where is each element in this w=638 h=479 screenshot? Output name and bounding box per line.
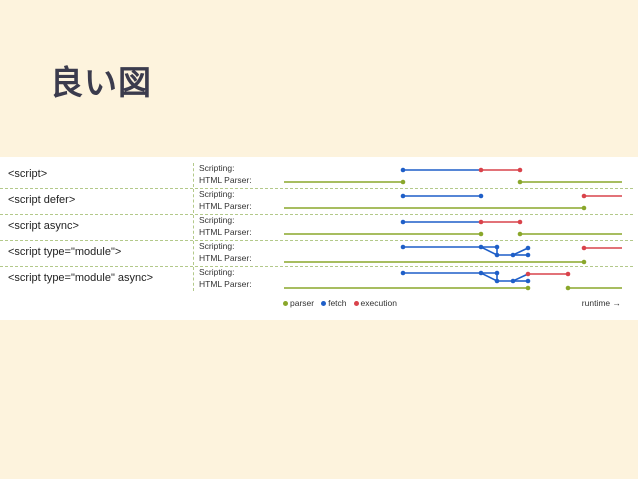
fetch-point	[400, 244, 406, 250]
fetch-point	[525, 252, 531, 258]
fetch-point	[525, 278, 531, 284]
row-tag: <script type="module" async>	[8, 272, 154, 284]
parser-resume-point	[565, 285, 571, 291]
scripting-label: Scripting:	[199, 267, 235, 277]
label-separator	[193, 241, 194, 265]
legend-parser-label: parser	[290, 298, 315, 308]
parser-label: HTML Parser:	[199, 227, 252, 237]
parser-pause-point	[478, 231, 484, 237]
row-divider	[0, 214, 633, 215]
row-divider	[0, 188, 633, 189]
fetch-point	[478, 244, 484, 250]
row-tag: <script type="module">	[8, 246, 122, 258]
fetch-point	[478, 270, 484, 276]
execution-dot-icon	[353, 300, 359, 306]
row-script-module: <script type="module"> Scripting: HTML P…	[0, 240, 638, 266]
row-tag: <script>	[8, 168, 48, 180]
timeline	[284, 244, 622, 265]
legend-fetch: fetch	[321, 298, 347, 308]
fetch-point	[494, 278, 500, 284]
fetch-point	[400, 270, 406, 276]
row-script-module-async: <script type="module" async> Scripting: …	[0, 266, 638, 292]
label-separator	[193, 189, 194, 213]
row-script-async: <script async> Scripting: HTML Parser:	[0, 214, 638, 240]
execution-end-point	[517, 167, 523, 173]
parser-end-point	[581, 205, 587, 211]
label-separator	[193, 215, 194, 239]
execution-end-point	[565, 271, 571, 277]
fetch-point	[510, 278, 516, 284]
execution-start-point	[478, 167, 484, 173]
runtime-axis-label: runtime →	[581, 298, 621, 308]
legend-execution-label: execution	[360, 298, 397, 308]
fetch-end-point	[478, 193, 484, 199]
parser-label: HTML Parser:	[199, 253, 252, 263]
row-divider	[0, 240, 633, 241]
parser-resume-point	[517, 231, 523, 237]
execution-start-point	[581, 245, 587, 251]
row-tag: <script defer>	[8, 194, 76, 206]
fetch-point	[494, 252, 500, 258]
parser-resume-point	[517, 179, 523, 185]
script-loading-diagram: <script> Scripting: HTML Parser: <script…	[0, 157, 638, 320]
execution-start-point	[525, 271, 531, 277]
fetch-start-point	[400, 219, 406, 225]
timeline	[284, 167, 622, 185]
legend-parser: parser	[283, 298, 314, 308]
scripting-label: Scripting:	[199, 241, 235, 251]
timeline	[284, 270, 622, 291]
parser-label: HTML Parser:	[199, 175, 252, 185]
row-tag: <script async>	[8, 220, 79, 232]
row-script-defer: <script defer> Scripting: HTML Parser:	[0, 188, 638, 214]
timeline	[284, 193, 622, 211]
parser-pause-point	[525, 285, 531, 291]
label-separator	[193, 163, 194, 187]
fetch-branch-main	[403, 246, 529, 256]
fetch-point	[525, 245, 531, 251]
scripting-label: Scripting:	[199, 163, 235, 173]
timeline	[284, 219, 622, 237]
fetch-dot-icon	[321, 300, 327, 306]
fetch-point	[494, 270, 500, 276]
label-separator	[193, 267, 194, 291]
parser-pause-point	[400, 179, 406, 185]
legend: parser fetch execution	[283, 298, 400, 308]
execution-start-point	[478, 219, 484, 225]
fetch-start-point	[400, 193, 406, 199]
execution-start-point	[581, 193, 587, 199]
parser-label: HTML Parser:	[199, 201, 252, 211]
row-divider	[0, 266, 633, 267]
scripting-label: Scripting:	[199, 215, 235, 225]
row-script: <script> Scripting: HTML Parser:	[0, 162, 638, 188]
fetch-point	[510, 252, 516, 258]
fetch-point	[494, 244, 500, 250]
legend-fetch-label: fetch	[328, 298, 347, 308]
scripting-label: Scripting:	[199, 189, 235, 199]
parser-label: HTML Parser:	[199, 279, 252, 289]
execution-end-point	[517, 219, 523, 225]
legend-execution: execution	[353, 298, 397, 308]
fetch-branch-main	[403, 272, 529, 282]
parser-end-point	[581, 259, 587, 265]
fetch-start-point	[400, 167, 406, 173]
slide-title: 良い図	[50, 63, 152, 102]
parser-dot-icon	[283, 300, 288, 306]
